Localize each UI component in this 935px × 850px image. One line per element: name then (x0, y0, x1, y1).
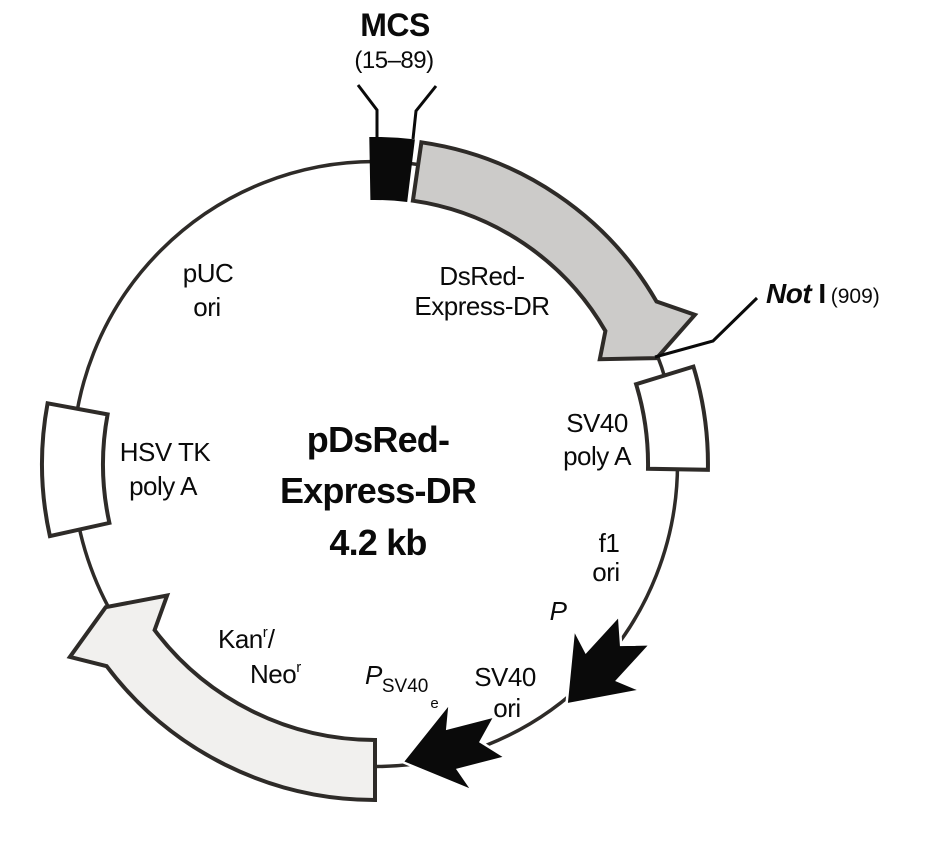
dsred-express-dr-arrow (410, 140, 699, 362)
mcs-box (369, 136, 415, 202)
hsv-tk-polya-label-line2: poly A (129, 471, 198, 501)
mcs-leader-right (411, 85, 438, 140)
sv40-polya-label-line1: SV40 (566, 408, 628, 438)
p-promoter-label: P (550, 596, 568, 626)
f1-ori-label-line1: f1 (599, 528, 620, 558)
p-promoter-arrow (565, 612, 654, 706)
kan-neo-arrow (66, 592, 377, 803)
dsred-label-line1: DsRed- (439, 261, 524, 291)
plasmid-title-line2: Express-DR (280, 470, 477, 511)
noti-leader (654, 296, 759, 359)
psv40e-promoter-arrow (400, 698, 509, 794)
puc-ori-label-line2: ori (193, 292, 220, 322)
plasmid-title-line1: pDsRed- (307, 419, 449, 460)
noti-label: Not I(909) (766, 278, 880, 309)
sv40-polya-label-line2: poly A (563, 441, 632, 471)
neo-label: Neor (250, 659, 301, 689)
plasmid-size-label: 4.2 kb (329, 522, 426, 563)
mcs-label: MCS (360, 7, 430, 43)
mcs-leader-left (356, 84, 379, 137)
puc-ori-label-line1: pUC (183, 258, 234, 288)
psv40e-label: PSV40e (365, 660, 439, 712)
hsv-tk-polya-box (40, 400, 112, 539)
sv40-ori-label-line2: ori (493, 693, 520, 723)
dsred-label-line2: Express-DR (414, 291, 549, 321)
sv40-polya-box (633, 364, 710, 472)
f1-ori-label-line2: ori (592, 557, 619, 587)
kan-label: Kanr/ (218, 624, 276, 654)
mcs-range-label: (15–89) (354, 47, 433, 74)
hsv-tk-polya-label-line1: HSV TK (120, 437, 212, 467)
sv40-ori-label-line1: SV40 (474, 662, 536, 692)
